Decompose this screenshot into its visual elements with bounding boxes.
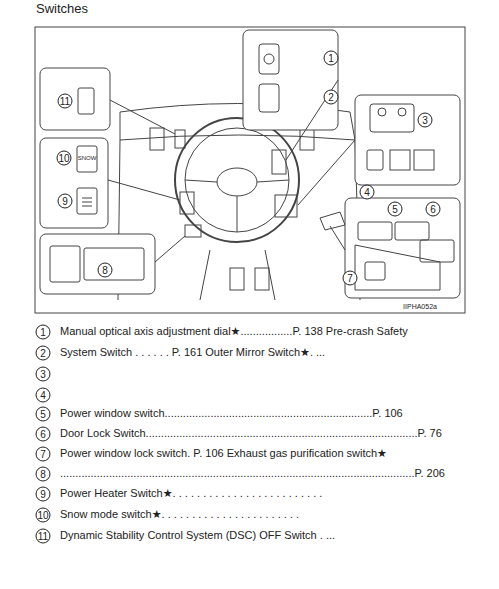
- callout-number: 7: [343, 271, 358, 286]
- callout-number: 4: [36, 388, 51, 403]
- callout-number: 2: [324, 90, 339, 105]
- inset-box: [345, 198, 460, 298]
- blank-switch: [414, 150, 434, 170]
- heater-icon: [82, 198, 92, 206]
- exhaust-switch: [84, 248, 144, 280]
- figure-code: IIPHA052a: [403, 303, 437, 311]
- item-description: Snow mode switch★. . . . . . . . . . . .…: [60, 508, 299, 521]
- callout-number: 6: [36, 427, 51, 442]
- steering-spokes: [185, 180, 289, 232]
- blank-switch: [390, 150, 410, 170]
- callout-number: 1: [36, 325, 51, 340]
- optical-dial: [259, 44, 279, 74]
- callout-number: 3: [418, 113, 433, 128]
- item-description: Door Lock Switch........................…: [60, 427, 442, 440]
- inset-box: [40, 68, 110, 130]
- callout-number: 8: [36, 467, 51, 482]
- power-window-switch: [395, 222, 429, 240]
- dial-knob: [264, 54, 274, 64]
- power-window-switch: [358, 222, 392, 240]
- callout-number: 4: [360, 185, 375, 200]
- heater-switch: [77, 188, 97, 214]
- callout-number: 5: [388, 202, 403, 217]
- inset-box: [40, 138, 108, 228]
- mirror-knob: [398, 108, 406, 116]
- precrash-switch: [259, 84, 279, 112]
- pedal: [255, 268, 269, 290]
- figure-frame: [35, 27, 465, 313]
- steering-wheel: [175, 118, 299, 242]
- item-description: Power window switch.....................…: [60, 407, 403, 420]
- callout-number: 1: [324, 51, 339, 66]
- callout-number: 11: [58, 94, 73, 109]
- blank-switch: [50, 246, 80, 282]
- callout-number: 3: [36, 367, 51, 382]
- item-description: Power window lock switch. P. 106 Exhaust…: [60, 447, 387, 460]
- callout-number: 2: [36, 346, 51, 361]
- switch-cluster: [185, 225, 201, 237]
- leader-line: [108, 80, 355, 262]
- mirror-switch: [370, 104, 414, 132]
- vent: [150, 128, 164, 150]
- snow-switch: [77, 146, 97, 172]
- mirror-knob: [378, 108, 386, 116]
- item-description: Dynamic Stability Control System (DSC) O…: [60, 529, 335, 542]
- item-description: ........................................…: [60, 467, 445, 480]
- callout-number: 7: [36, 447, 51, 462]
- steering-hub: [217, 168, 257, 196]
- callout-number: 9: [36, 487, 51, 502]
- item-description: Manual optical axis adjustment dial★....…: [60, 325, 408, 338]
- steering-column: [200, 250, 275, 300]
- switch-cluster: [275, 195, 297, 217]
- dsc-switch: [78, 88, 94, 114]
- callout-number: 6: [426, 202, 441, 217]
- switch-text: SNOW: [78, 155, 97, 162]
- system-switch: [367, 150, 383, 170]
- page-title: Switches: [36, 1, 88, 17]
- door-panel: [320, 212, 345, 230]
- callout-number: 11: [36, 529, 51, 544]
- window-lock-switch: [365, 262, 385, 280]
- inset-box: [40, 234, 155, 294]
- switch-cluster: [180, 192, 194, 214]
- item-description: System Switch . . . . . . P. 161 Outer M…: [60, 346, 325, 359]
- callout-number: 10: [36, 508, 51, 523]
- callout-number: 5: [36, 407, 51, 422]
- switch-cluster: [272, 150, 286, 174]
- item-description: Power Heater Switch★. . . . . . . . . . …: [60, 487, 322, 500]
- steering-wheel-inner: [185, 128, 289, 232]
- inset-box: [243, 30, 338, 130]
- callout-number: 9: [58, 194, 73, 209]
- armrest: [355, 245, 440, 290]
- pedal: [230, 268, 244, 290]
- switch-cluster: [175, 130, 185, 148]
- vent: [300, 128, 314, 150]
- inset-box: [355, 95, 460, 185]
- callout-number: 10: [57, 151, 72, 166]
- callout-number: 8: [98, 263, 113, 278]
